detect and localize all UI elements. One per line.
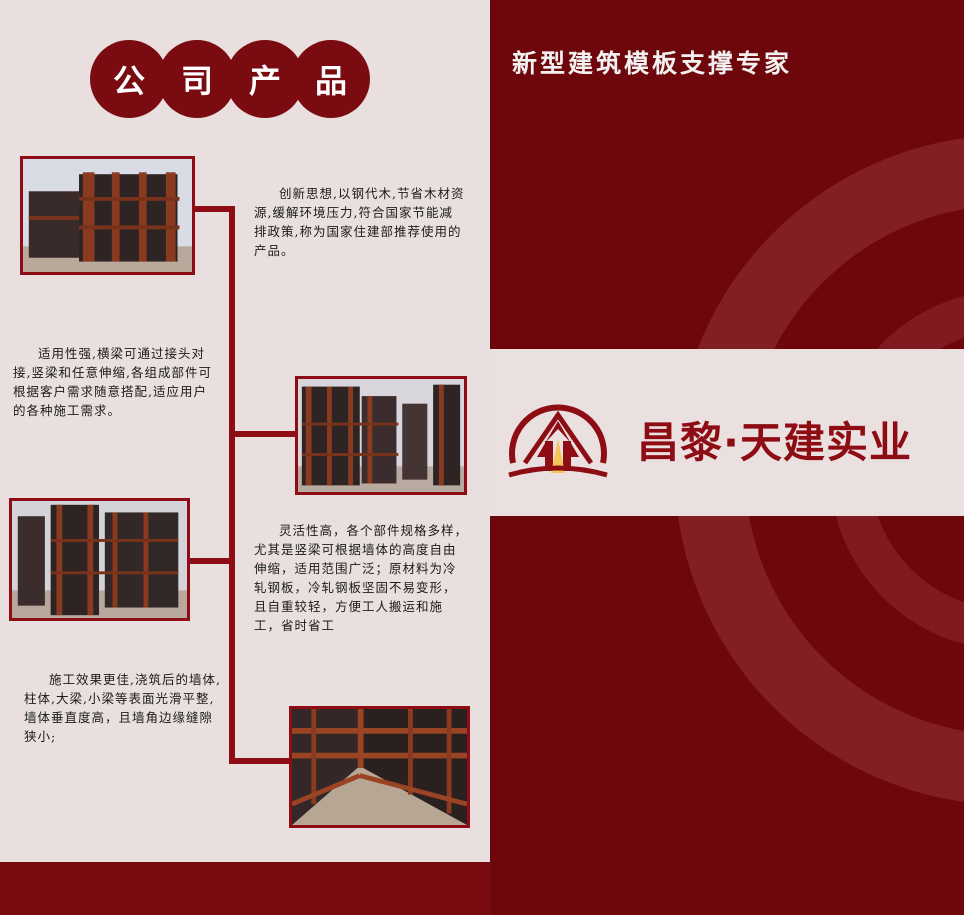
title-char-1: 公 [90,40,168,118]
product-photo-2 [295,376,467,495]
footer-bar [0,862,490,915]
product-photo-4 [289,706,470,828]
section-title: 公 司 产 品 [86,36,376,122]
title-char-2: 司 [158,40,236,118]
paragraph-1: 创新思想,以钢代木,节省木材资源,缓解环境压力,符合国家节能减排政策,称为国家住… [254,186,465,258]
paragraph-2: 适用性强,横梁可通过接头对接,竖梁和任意伸缩,各组成部件可根据客户需求随意搭配,… [13,346,212,418]
connector-h3 [189,558,235,564]
product-photo-1 [20,156,195,275]
company-name: 昌黎·天建实业 [637,418,912,467]
connector-vertical [229,206,235,764]
title-char-4: 品 [292,40,370,118]
paragraph-3: 灵活性高，各个部件规格多样，尤其是竖梁可根据墙体的高度自由伸缩，适用范围广泛；原… [254,523,469,633]
title-char-3: 产 [226,40,304,118]
company-logo-icon [507,393,609,479]
connector-h4 [229,758,291,764]
product-photo-3 [9,498,190,621]
connector-h2 [229,431,297,437]
slogan: 新型建筑模板支撑专家 [512,49,793,78]
connector-h1 [194,206,235,212]
paragraph-4: 施工效果更佳,浇筑后的墙体,柱体,大梁,小梁等表面光滑平整,墙体垂直度高，且墙角… [24,672,221,744]
